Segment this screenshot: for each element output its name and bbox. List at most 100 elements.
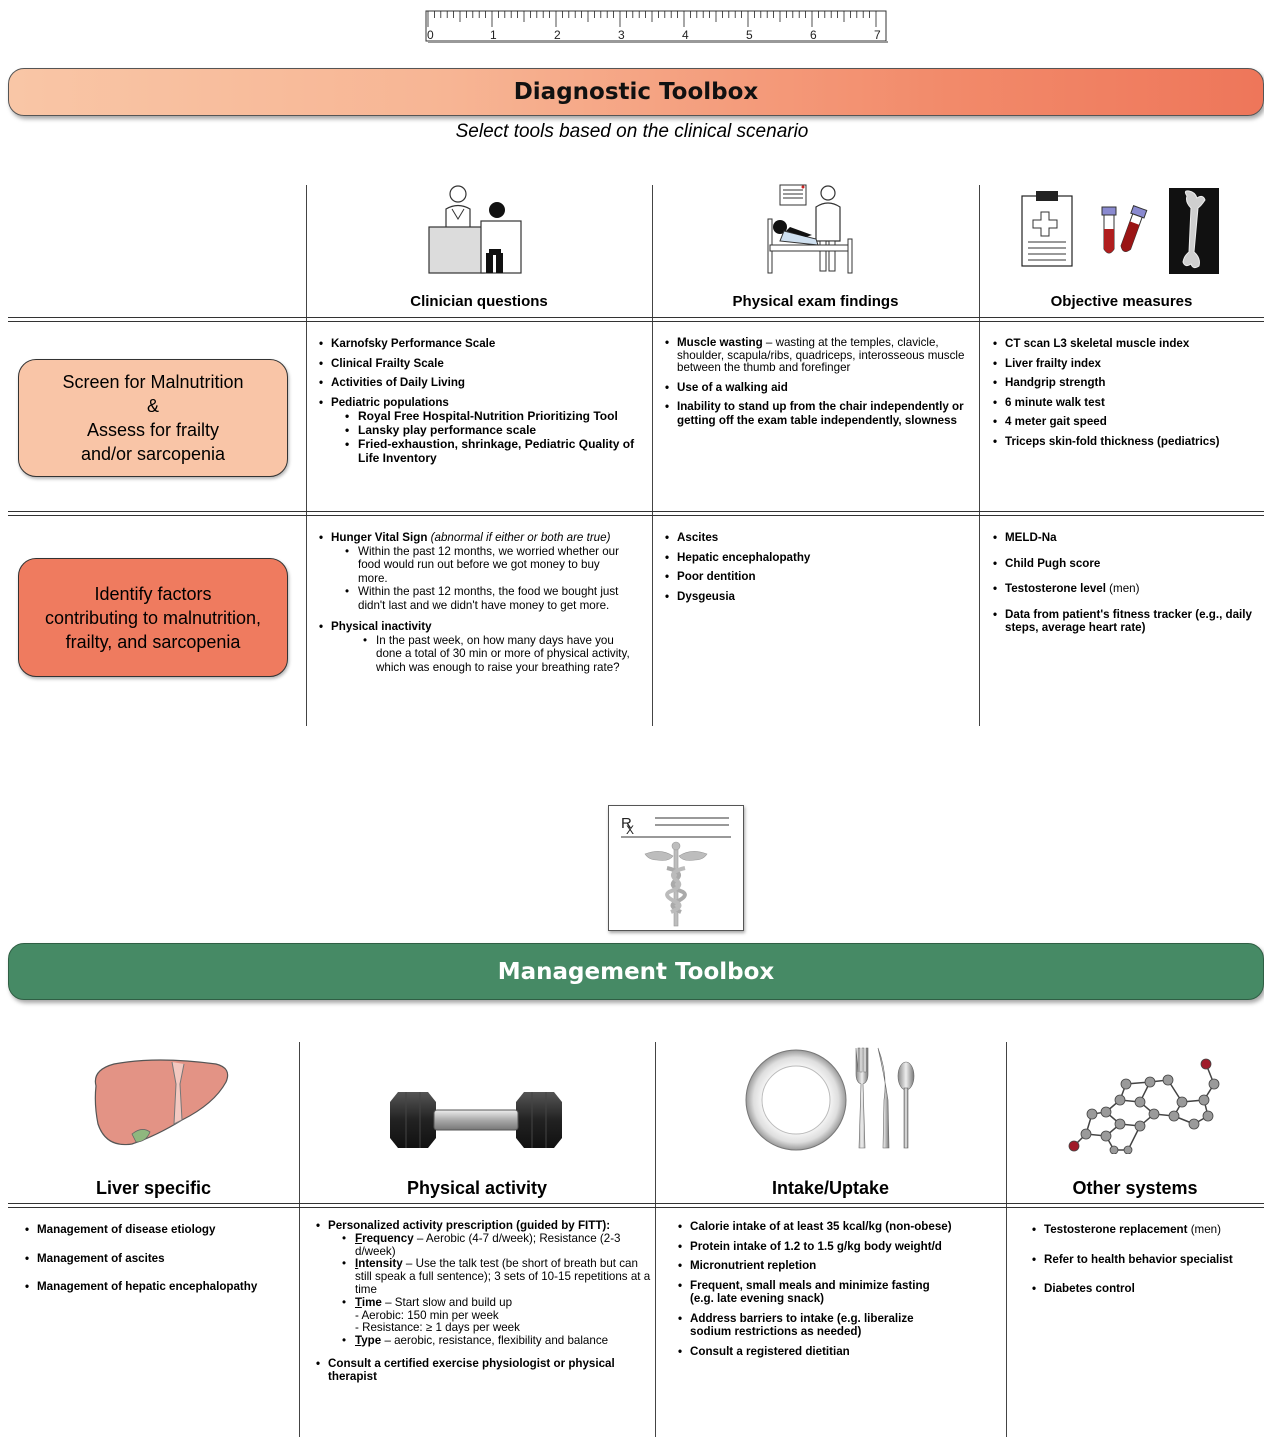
sub-list-item: Frequency – Aerobic (4-7 d/week); Resist… [328,1232,651,1259]
liver-icon [94,1059,229,1146]
sub-list-item: Lansky play performance scale [331,423,648,437]
cell-liver-specific: Management of disease etiology Managemen… [22,1223,296,1300]
list-item: Hepatic encephalopathy [662,551,972,565]
clipboard-icon [1021,191,1073,267]
list-item: Management of disease etiology [22,1223,296,1237]
column-header-physical-activity: Physical activity [406,1178,548,1198]
list-item: Consult a certified exercise physiologis… [313,1357,651,1384]
list-item: CT scan L3 skeletal muscle index [990,337,1264,351]
ruler-label: 3 [618,28,625,42]
list-item: Diabetes control [1029,1282,1264,1296]
column-header-clinician-questions: Clinician questions [410,293,548,310]
cell-r2-physical-exam: Ascites Hepatic encephalopathy Poor dent… [662,531,972,609]
sub-list-item: In the past week, on how many days have … [349,634,632,675]
ruler-label: 4 [682,28,689,42]
divider [652,185,653,726]
sub-list-item: Royal Free Hospital-Nutrition Prioritizi… [331,409,648,423]
time-aerobic: - Aerobic: 150 min per week [355,1308,499,1322]
sub-list-item: Time – Start slow and build up - Aerobic… [328,1296,651,1335]
list-item: 4 meter gait speed [990,415,1264,429]
list-item: Triceps skin-fold thickness (pediatrics) [990,435,1264,449]
list-item: Activities of Daily Living [316,376,648,390]
cell-other-systems: Testosterone replacement (men) Refer to … [1029,1223,1264,1302]
cell-r1-clinician: Karnofsky Performance Scale Clinical Fra… [316,337,648,465]
list-item: Calorie intake of at least 35 kcal/kg (n… [675,1220,1003,1234]
list-item: Inability to stand up from the chair ind… [662,400,982,427]
cell-intake-uptake: Calorie intake of at least 35 kcal/kg (n… [675,1220,1003,1364]
cell-physical-activity: Personalized activity prescription (guid… [313,1219,651,1390]
list-item: Micronutrient repletion [675,1259,1003,1273]
column-header-physical-exam: Physical exam findings [732,293,899,310]
ruler-icon: 0 1 2 3 4 5 6 7 [425,10,888,43]
rx-symbol: R [621,815,632,832]
cell-r1-objective: CT scan L3 skeletal muscle index Liver f… [990,337,1264,454]
list-item: Handgrip strength [990,376,1264,390]
row-label-identify-factors: Identify factors contributing to malnutr… [18,558,288,677]
ruler-label: 6 [810,28,817,42]
column-header-intake-uptake: Intake/Uptake [771,1178,890,1198]
list-item: Liver frailty index [990,357,1264,371]
diagnostic-subtitle: Select tools based on the clinical scena… [455,121,809,142]
prescription-icon: R X [608,805,744,931]
ruler-label: 0 [427,28,434,42]
sub-list-item: Within the past 12 months, we worried wh… [331,545,632,586]
list-item: Testosterone replacement (men) [1029,1223,1264,1237]
list-item: Ascites [662,531,972,545]
bone-xray-icon [1169,188,1219,274]
time-resistance: - Resistance: ≥ 1 days per week [355,1321,520,1335]
column-header-other-systems: Other systems [1072,1178,1198,1198]
list-item: Karnofsky Performance Scale [316,337,648,351]
list-item: Use of a walking aid [662,381,982,395]
row-label-screen: Screen for Malnutrition & Assess for fra… [18,359,288,477]
sub-list-item: Type – aerobic, resistance, flexibility … [328,1334,651,1348]
list-item: Personalized activity prescription (guid… [313,1219,651,1348]
plate-cutlery-icon [745,1047,915,1151]
list-item: Clinical Frailty Scale [316,357,648,371]
list-item: Management of hepatic encephalopathy [22,1280,296,1294]
list-item: Refer to health behavior specialist [1029,1253,1264,1267]
cell-r2-objective: MELD-Na Child Pugh score Testosterone le… [990,531,1254,641]
divider [299,1042,300,1437]
list-item: Protein intake of 1.2 to 1.5 g/kg body w… [675,1240,1003,1254]
list-item: Management of ascites [22,1252,296,1266]
divider [8,317,1264,322]
column-header-objective-measures: Objective measures [1050,293,1193,310]
list-item: Hunger Vital Sign (abnormal if either or… [316,531,646,612]
diagnostic-title: Diagnostic Toolbox [513,79,759,105]
blood-tubes-icon [1101,205,1148,254]
dumbbell-icon [390,1092,562,1148]
molecule-icon [1068,1058,1220,1154]
divider [979,185,980,726]
divider [655,1042,656,1437]
ruler-label: 1 [490,28,497,42]
list-item: Pediatric populations Royal Free Hospita… [316,396,648,466]
list-item: Poor dentition [662,570,972,584]
list-item: 6 minute walk test [990,396,1264,410]
management-toolbox-banner: Management Toolbox [8,943,1264,1000]
management-title: Management Toolbox [497,958,775,985]
clinician-desk-icon [428,185,522,274]
list-item: Physical inactivity In the past week, on… [316,620,646,674]
cell-r2-clinician: Hunger Vital Sign (abnormal if either or… [316,531,646,680]
ruler-label: 7 [874,28,881,42]
list-item: Address barriers to intake (e.g. liberal… [675,1312,1003,1339]
list-item: Data from patient's fitness tracker (e.g… [990,608,1254,635]
list-item: Muscle wasting – wasting at the temples,… [662,336,982,375]
list-item: Testosterone level (men) [990,582,1254,596]
list-item: Dysgeusia [662,590,972,604]
divider [306,185,307,726]
sub-list-item: Intensity – Use the talk test (be short … [328,1257,651,1296]
cell-r1-physical-exam: Muscle wasting – wasting at the temples,… [662,336,982,433]
list-item: MELD-Na [990,531,1254,545]
column-header-liver-specific: Liver specific [95,1178,212,1198]
divider [8,1203,1264,1208]
list-item: Child Pugh score [990,557,1254,571]
ruler-label: 2 [554,28,561,42]
rx-subscript: X [626,823,634,837]
sub-list-item: Within the past 12 months, the food we b… [331,585,632,612]
list-item: Consult a registered dietitian [675,1345,1003,1359]
diagnostic-toolbox-banner: Diagnostic Toolbox [8,68,1264,116]
sub-list-item: Fried-exhaustion, shrinkage, Pediatric Q… [331,437,648,465]
divider [8,511,1264,516]
ruler-label: 5 [746,28,753,42]
